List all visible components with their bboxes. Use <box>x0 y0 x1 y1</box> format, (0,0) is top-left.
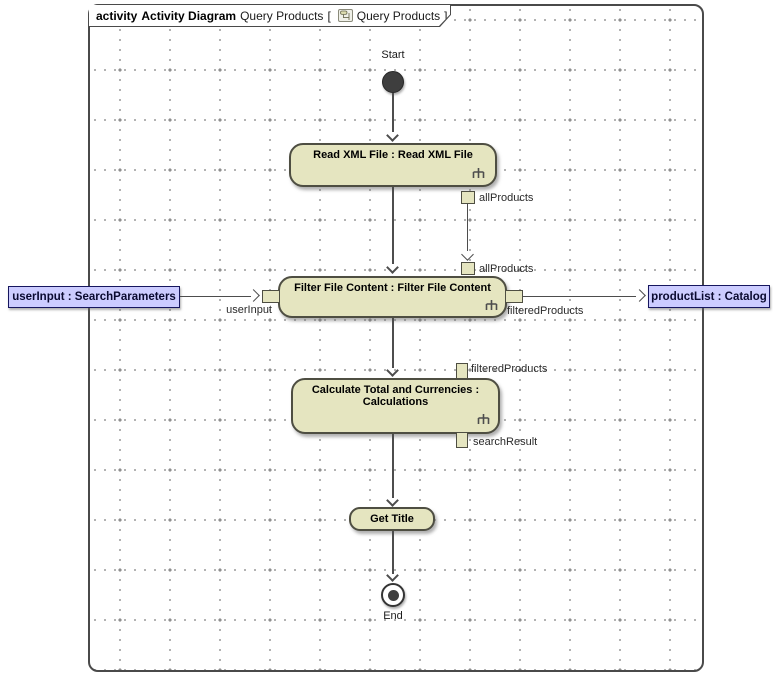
action-label: Filter File Content : Filter File Conten… <box>294 282 491 294</box>
pin-label-all-products-out: allProducts <box>479 192 534 204</box>
final-node[interactable] <box>381 583 405 607</box>
action-get-title[interactable]: Get Title <box>349 507 435 531</box>
initial-node[interactable] <box>382 71 404 93</box>
frame-name: Query Products <box>240 8 324 23</box>
start-label: Start <box>381 49 405 61</box>
end-label: End <box>383 610 403 622</box>
action-calculate-total[interactable]: Calculate Total and Currencies : Calcula… <box>291 378 500 434</box>
action-filter-file-content[interactable]: Filter File Content : Filter File Conten… <box>278 276 507 318</box>
rake-icon <box>477 413 490 426</box>
frame-ref-open: [ <box>327 8 331 23</box>
frame-keyword: activity <box>96 8 138 23</box>
diagram-frame <box>88 4 704 672</box>
pin-label-filtered-products-in: filteredProducts <box>471 363 548 375</box>
edge-all-products[interactable] <box>467 204 468 251</box>
pin-filtered-products-in[interactable] <box>456 363 468 379</box>
object-node-label: userInput : SearchParameters <box>12 291 176 303</box>
pin-label-search-result: searchResult <box>473 436 538 448</box>
activity-diagram-icon <box>338 9 353 22</box>
pin-filtered-products-out[interactable] <box>505 290 523 303</box>
action-label: Get Title <box>370 513 414 525</box>
action-label: Read XML File : Read XML File <box>313 149 473 161</box>
action-label: Calculate Total and Currencies : Calcula… <box>311 384 480 408</box>
object-node-product-list[interactable]: productList : Catalog <box>648 285 770 308</box>
edge-user-input[interactable] <box>180 296 251 297</box>
pin-all-products-in[interactable] <box>461 262 475 275</box>
rake-icon <box>485 299 498 312</box>
pin-label-filtered-products-out: filteredProducts <box>507 305 584 317</box>
edge-gettitle-to-end[interactable] <box>392 531 394 574</box>
frame-type: Activity Diagram <box>141 8 237 23</box>
diagram-frame-title: activity Activity Diagram Query Products… <box>89 5 451 27</box>
edge-start-to-read[interactable] <box>392 93 394 132</box>
edge-filter-to-calculate[interactable] <box>392 318 394 368</box>
object-node-user-input[interactable]: userInput : SearchParameters <box>8 286 180 308</box>
edge-calculate-to-gettitle[interactable] <box>392 434 394 498</box>
object-node-label: productList : Catalog <box>651 290 767 303</box>
frame-ref-close: ] <box>444 8 448 23</box>
pin-all-products-out[interactable] <box>461 191 475 204</box>
edge-filtered-products[interactable] <box>523 296 636 297</box>
pin-search-result[interactable] <box>456 432 468 448</box>
pin-label-user-input: userInput <box>226 304 272 316</box>
final-node-dot <box>387 589 399 601</box>
action-read-xml-file[interactable]: Read XML File : Read XML File <box>289 143 497 187</box>
frame-ref-name: Query Products <box>356 8 441 23</box>
edge-read-to-filter[interactable] <box>392 187 394 264</box>
pin-label-all-products-in: allProducts <box>479 263 534 275</box>
pin-user-input[interactable] <box>262 290 280 303</box>
rake-icon <box>472 167 485 180</box>
